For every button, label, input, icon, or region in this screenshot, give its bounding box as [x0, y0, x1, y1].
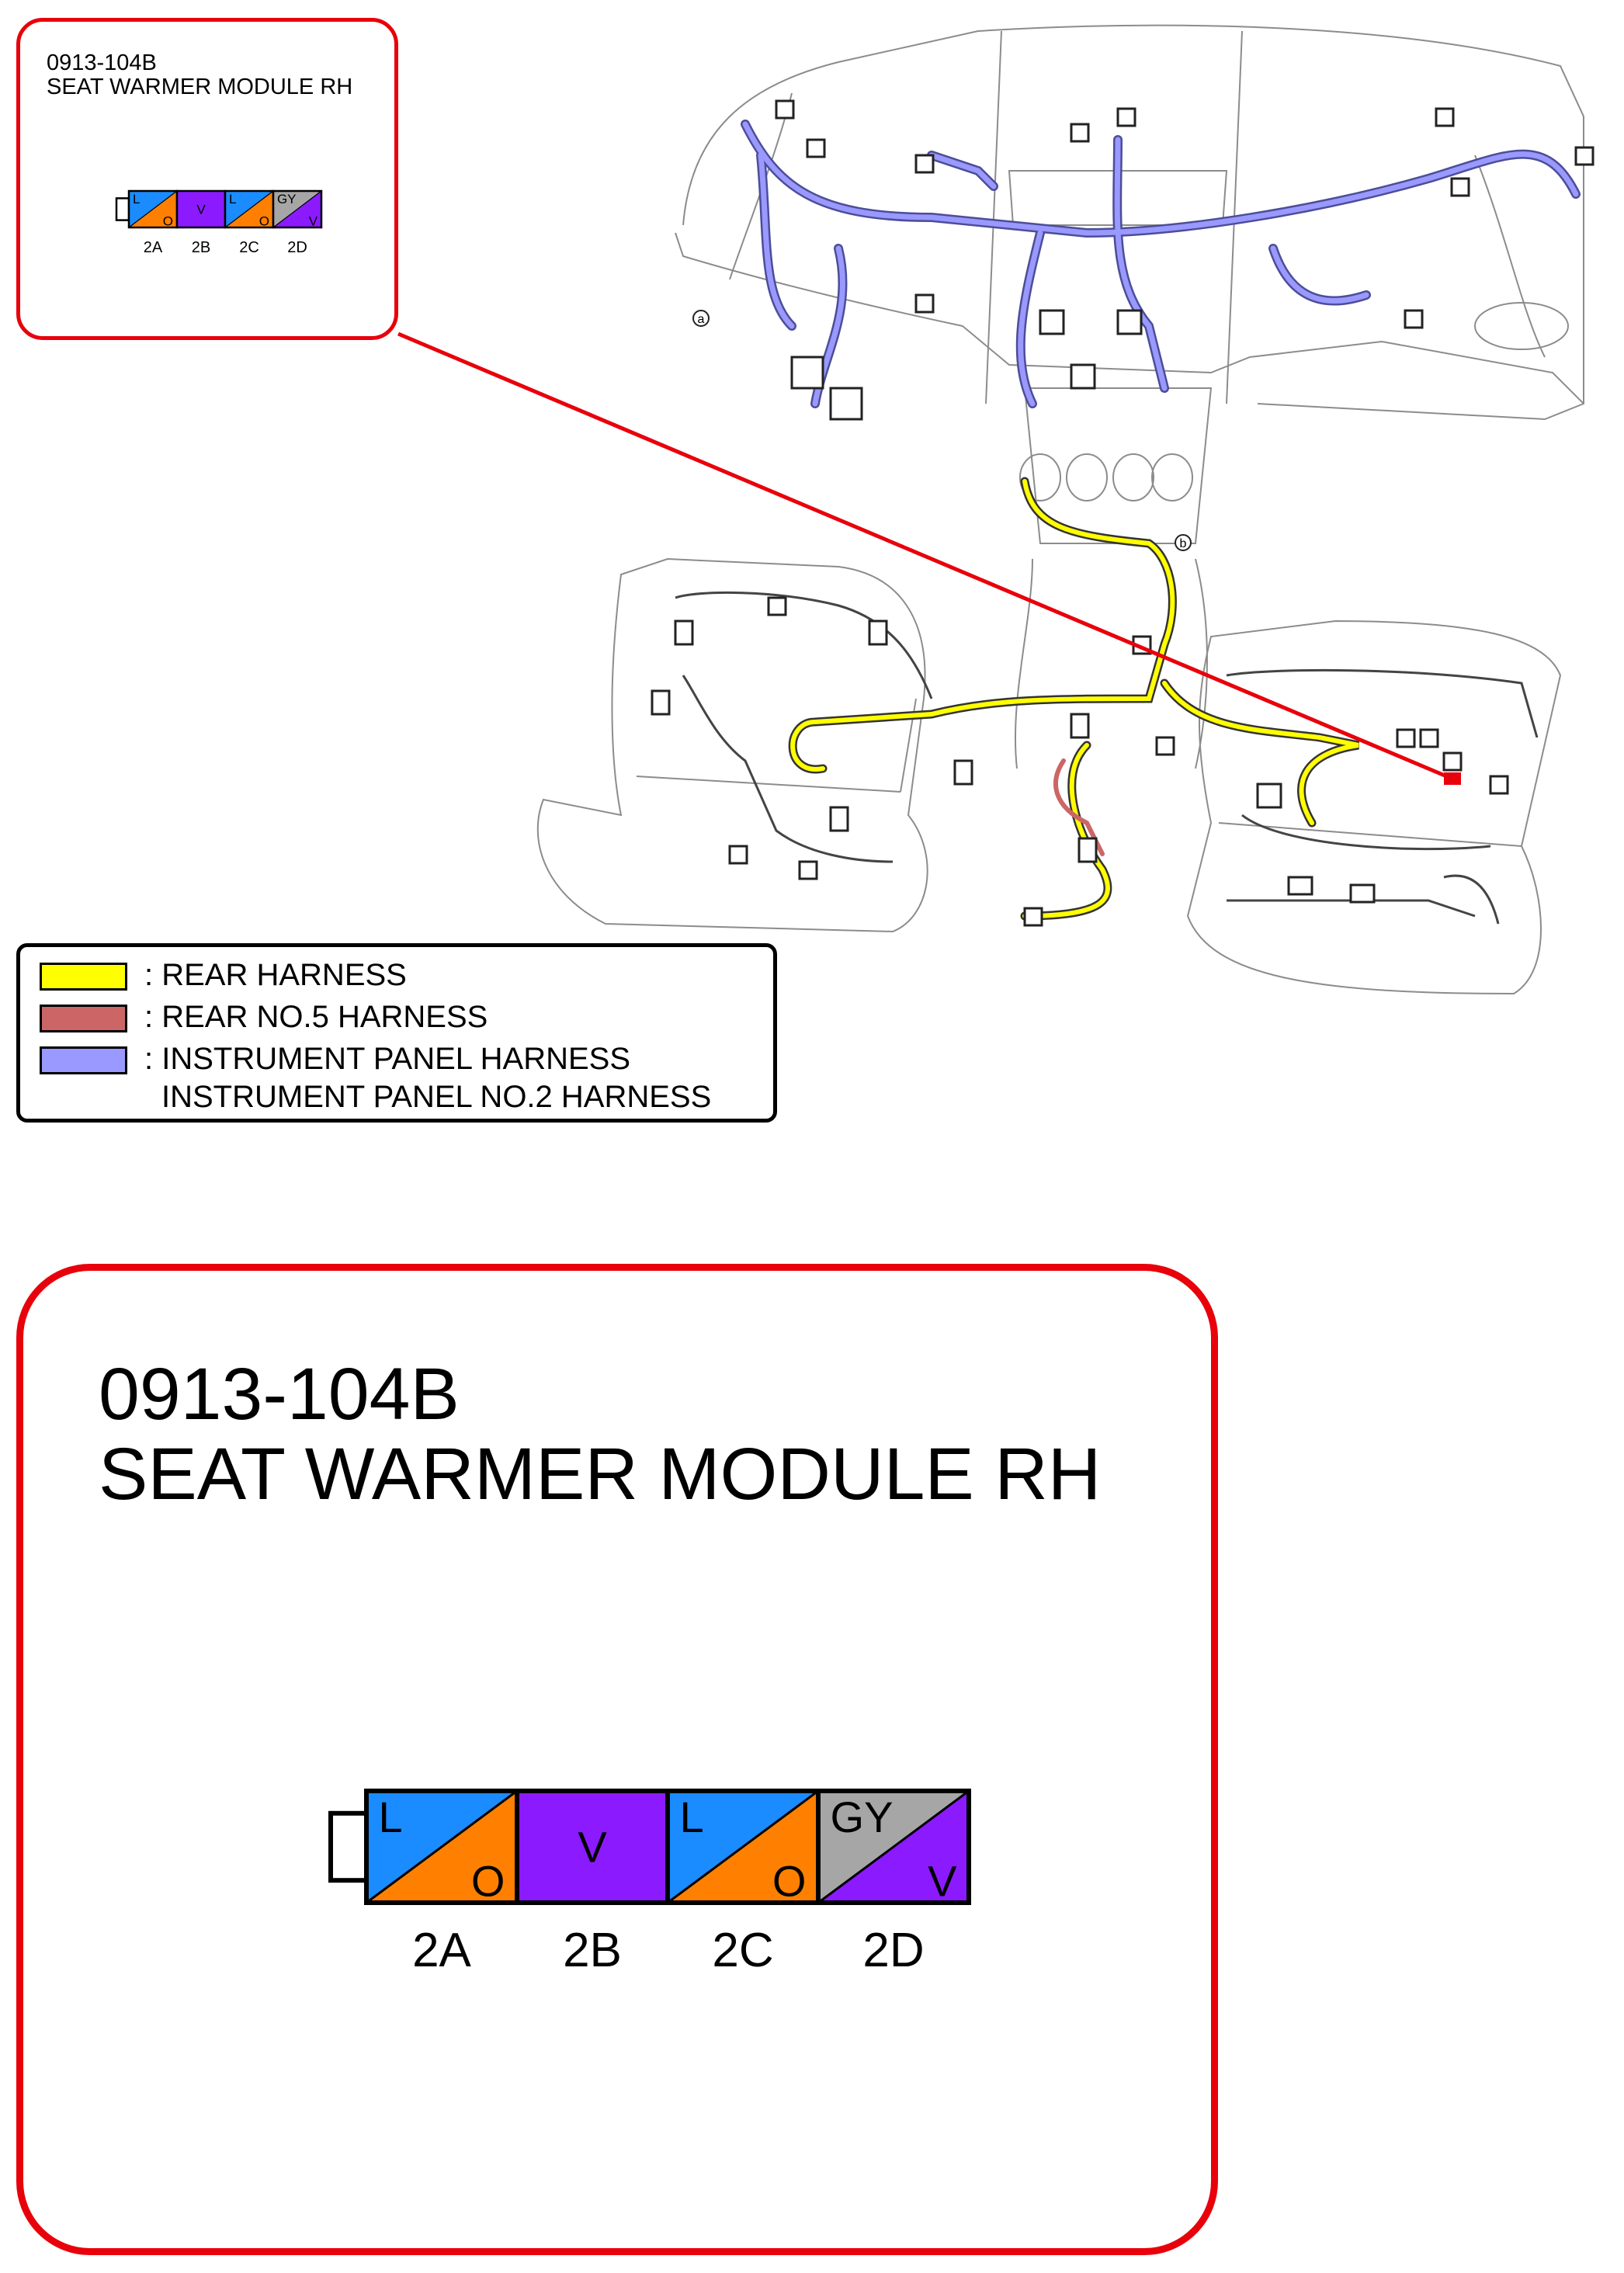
pin-2d: GY V2D — [816, 1789, 971, 1977]
rear-no5-harness — [1053, 758, 1105, 856]
connector-latch — [328, 1810, 369, 1883]
pin-2b-label: 2B — [563, 1924, 622, 1977]
highlighted-connector — [1444, 772, 1461, 785]
pin-2a-color-top: L — [133, 192, 140, 206]
pin-2d-color-top: GY — [277, 192, 297, 206]
pin-2b-color: V — [578, 1823, 607, 1872]
harness-legend: : REAR HARNESS : REAR NO.5 HARNESS : INS… — [16, 943, 777, 1123]
drawing-marker-a: a — [692, 310, 710, 327]
pin-2c: L O 2C — [665, 1789, 821, 1977]
pin-2b-label: 2B — [192, 239, 210, 256]
legend-swatch-rear-no5 — [40, 1005, 127, 1032]
seats-outline — [536, 557, 1562, 995]
pin-2a: L O2A — [127, 189, 179, 256]
marker-a-label: a — [698, 313, 705, 326]
legend-swatch-instrument-panel — [40, 1046, 127, 1074]
connector-name: SEAT WARMER MODULE RH — [99, 1433, 1102, 1515]
callout-leader-line — [397, 331, 1460, 784]
pin-2a-color-top: L — [379, 1792, 403, 1841]
pin-2d-label: 2D — [862, 1924, 924, 1977]
pin-2b-color: V — [196, 202, 206, 217]
dashboard-outline — [675, 24, 1584, 769]
pin-2d-color-bottom: V — [928, 1857, 957, 1906]
pin-2a-color-bottom: O — [471, 1857, 505, 1906]
pin-2b-fill — [177, 191, 225, 227]
legend-swatch-rear — [40, 963, 127, 991]
connector-latch — [115, 197, 130, 221]
pin-2a-color-bottom: O — [163, 213, 173, 228]
legend-label-instrument-panel: : INSTRUMENT PANEL HARNESS — [144, 1042, 631, 1076]
rear-harness-fill — [790, 479, 1359, 918]
pin-2d-color-top: GY — [831, 1792, 894, 1841]
pin-2d-label: 2D — [287, 239, 307, 256]
pin-2c-color-bottom: O — [772, 1857, 807, 1906]
connector-code: 0913-104B — [99, 1353, 460, 1435]
pin-2c: L O2C — [224, 189, 275, 256]
pin-2b: V 2B — [515, 1789, 670, 1977]
pin-2c-color-bottom: O — [259, 213, 269, 228]
pin-2c-label: 2C — [712, 1924, 773, 1977]
pin-2a: L O2A — [364, 1789, 519, 1977]
pin-2a-label: 2A — [144, 239, 163, 256]
drawing-marker-b: b — [1175, 534, 1192, 551]
pin-2b: V 2B — [175, 189, 227, 256]
pin-2c-color-top: L — [229, 192, 236, 206]
legend-label-instrument-panel-no2: INSTRUMENT PANEL NO.2 HARNESS — [161, 1080, 712, 1114]
misc-wiring — [675, 591, 1539, 925]
pin-2b-fill — [517, 1791, 668, 1903]
pin-2a-label: 2A — [412, 1924, 471, 1977]
legend-label-rear: : REAR HARNESS — [144, 958, 407, 992]
marker-b-label: b — [1180, 537, 1187, 550]
pin-2d-color-bottom: V — [309, 213, 318, 228]
pin-2c-color-top: L — [680, 1792, 704, 1841]
small-connector-name: SEAT WARMER MODULE RH — [47, 75, 353, 99]
small-connector-code: 0913-104B — [47, 50, 157, 75]
pin-2c-label: 2C — [239, 239, 259, 256]
pin-2d: GY V2D — [272, 189, 323, 256]
instrument-panel-harness-fill — [742, 121, 1579, 407]
legend-label-rear-no5: : REAR NO.5 HARNESS — [144, 1000, 488, 1034]
